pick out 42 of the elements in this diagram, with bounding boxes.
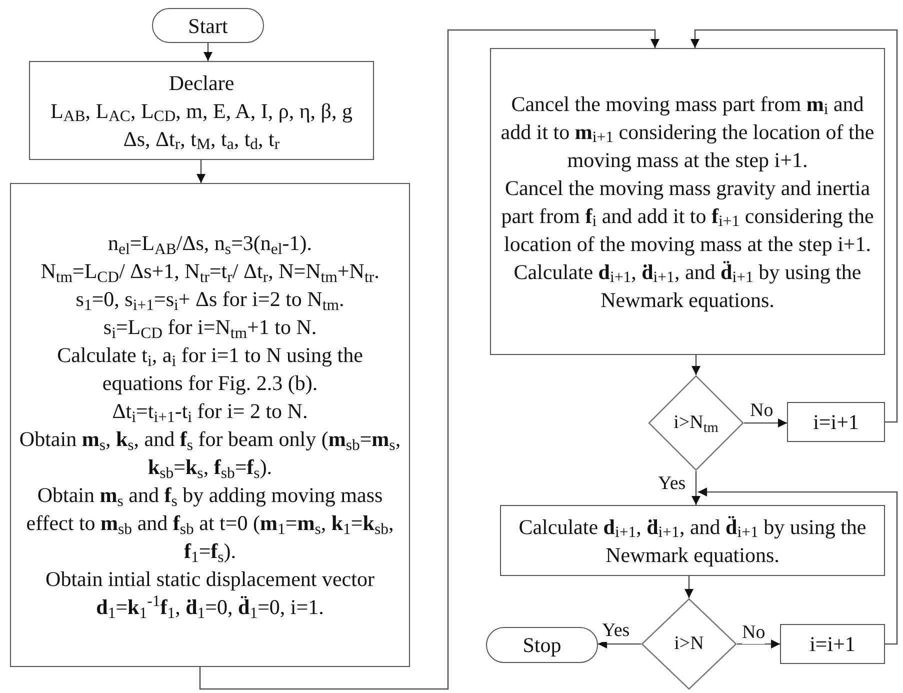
process-text: n$_{el}$=L$_{AB}$/Δs, n$_{s}$=3(n$_{el}$-1). xyxy=(108,230,312,257)
process-text: i=i+1 xyxy=(810,631,856,658)
process-text: Obtain m$_{s}$, k$_{s}$, and f$_{s}$ for beam only (m$_{sb}$=m$_{s}$, k$_{sb}$=k$_{s}$, f$_{sb}$=f$_{s}$). xyxy=(19,426,401,481)
arrow xyxy=(692,355,700,375)
arrow xyxy=(737,640,780,648)
process-text: Calculate t$_{i}$, a$_{i}$ for i=1 to N using the equations for Fig. 2.3 (b). xyxy=(56,342,364,397)
process-text: L$_{AB}$, L$_{AC}$, L$_{CD}$, m, E, A, I, ρ, η, β, g xyxy=(50,98,352,124)
process-text: Calculate d$_{i+1}$, ḋ$_{i+1}$, and d̈$_{i+1}$ by using the Newmark equations. xyxy=(512,258,862,314)
arrow xyxy=(199,29,660,690)
process-box xyxy=(500,505,885,576)
process-text: d$_{1}$=k$_{1}$$^{-1}$f$_{1}$, ḋ$_{1}$=0, d̈$_{1}$=0, i=1. xyxy=(96,593,324,621)
process-text: Δs, Δt$_{r}$, t$_{M}$, t$_{a}$, t$_{d}$, t$_{r}$ xyxy=(123,126,280,152)
process-text: Calculate d$_{i+1}$, ḋ$_{i+1}$, and d̈$_{i+1}$ by using the Newmark equations. xyxy=(518,514,868,568)
terminal-shape xyxy=(486,627,598,663)
process-box xyxy=(10,183,410,667)
arrow xyxy=(196,160,206,183)
process-text: Obtain m$_{s}$ and f$_{s}$ by adding moving mass effect to m$_{sb}$ and f$_{sb}$ at t=0 (m$_{1}$=m$_{s}$, k$_{1}$=k$_{sb}$, f$_{1}$=f$_{s}$). xyxy=(25,482,395,565)
process-text: N$_{tm}$=L$_{CD}$/ Δs+1, N$_{tr}$=t$_{r}$/ Δt$_{r}$, N=N$_{tm}$+N$_{tr}$. xyxy=(40,258,380,285)
process-text: Δt$_{i}$=t$_{i+1}$-t$_{i}$ for i= 2 to N. xyxy=(112,398,308,425)
process-text: s$_{1}$=0, s$_{i+1}$=s$_{i}$+ Δs for i=2 to N$_{tm}$. xyxy=(76,286,344,313)
process-text: Cancel the moving mass gravity and inertia part from f$_{i}$ and add it to f$_{i+1}$ considering the location of the moving mass at the step i+1. xyxy=(500,174,875,258)
arrow xyxy=(690,29,898,423)
condition-text: i>N xyxy=(674,633,704,655)
arrow xyxy=(744,418,787,428)
arrow xyxy=(692,471,700,505)
terminal-text: Start xyxy=(188,14,228,38)
arrow xyxy=(204,43,212,61)
process-text: Obtain intial static displacement vector xyxy=(46,566,374,593)
process-text: i=i+1 xyxy=(813,409,859,436)
process-text: Cancel the moving mass part from m$_{i}$ and add it to m$_{i+1}$ considering the location of the moving mass at the step i+1. xyxy=(500,90,876,174)
process-box xyxy=(787,402,885,442)
arrow xyxy=(598,640,641,648)
process-text: Declare xyxy=(168,70,234,96)
process-box xyxy=(780,624,885,664)
terminal-text: Stop xyxy=(522,633,562,657)
process-text: s$_{i}$=L$_{CD}$ for i=N$_{tm}$+1 to N. xyxy=(103,314,317,341)
arrow xyxy=(698,488,898,645)
process-box xyxy=(29,61,374,160)
terminal-shape xyxy=(152,8,264,43)
process-box xyxy=(490,48,885,355)
arrow xyxy=(684,576,694,598)
condition-text: i>N$_{tm}$ xyxy=(674,412,718,434)
